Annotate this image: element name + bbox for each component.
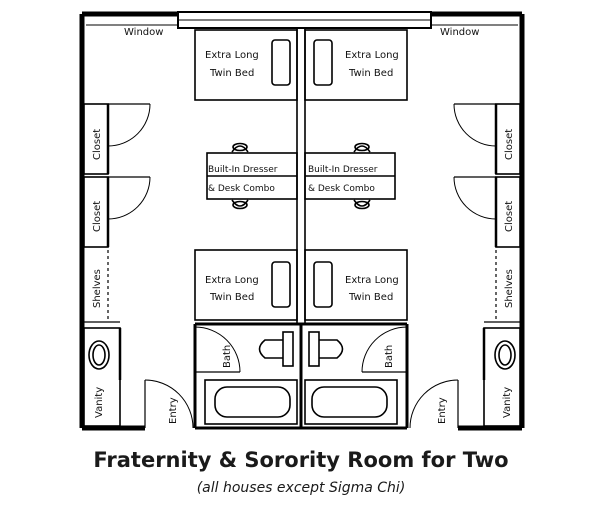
vanity-label-left: Vanity: [94, 387, 105, 418]
closet-label-r-lower: Closet: [504, 201, 515, 232]
plan-subtitle: (all houses except Sigma Chi): [196, 480, 406, 496]
bed-label-br-2: Twin Bed: [348, 292, 393, 303]
entry-door-left: [144, 379, 194, 429]
toilet-right: [308, 331, 344, 367]
shelves-label-right: Shelves: [504, 269, 515, 308]
entry-door-right: [409, 379, 459, 429]
dresser-label-l-2: & Desk Combo: [208, 184, 275, 194]
shelves-right: [484, 250, 520, 323]
closet-right-lower: [453, 176, 521, 248]
toilet-left: [258, 331, 294, 367]
bed-bottom-right: [304, 249, 408, 321]
outer-walls: [79, 11, 525, 431]
bath-door-right: [361, 326, 408, 373]
entry-label-right: Entry: [437, 397, 448, 424]
bed-bottom-left: [194, 249, 298, 321]
bath-door-left: [194, 326, 241, 373]
bed-label-tl-1: Extra Long: [205, 50, 259, 61]
bed-label-tr-2: Twin Bed: [348, 68, 393, 79]
bed-top-left: [194, 29, 298, 101]
bed-label-tr-1: Extra Long: [345, 50, 399, 61]
dresser-label-l-1: Built-In Dresser: [208, 165, 278, 175]
entry-label-left: Entry: [168, 397, 179, 424]
bath-label-right: Bath: [384, 345, 395, 368]
window-label-left: Window: [124, 27, 163, 38]
bed-label-bl-2: Twin Bed: [209, 292, 254, 303]
shelves-left: [84, 250, 120, 323]
vanity-left: [83, 327, 122, 427]
bed-top-right: [304, 29, 408, 101]
dresser-left: [206, 142, 298, 210]
vanity-label-right: Vanity: [502, 387, 513, 418]
closet-label-l-lower: Closet: [92, 201, 103, 232]
bed-label-tl-2: Twin Bed: [209, 68, 254, 79]
window-label-right: Window: [440, 27, 479, 38]
closet-label-r-upper: Closet: [504, 129, 515, 160]
closet-left-lower: [83, 176, 151, 248]
bath-label-left: Bath: [222, 345, 233, 368]
closet-left-upper: [83, 103, 151, 175]
tub-left: [204, 379, 298, 425]
vanity-right: [482, 327, 521, 427]
bed-label-br-1: Extra Long: [345, 275, 399, 286]
tub-right: [304, 379, 398, 425]
dresser-label-r-2: & Desk Combo: [308, 184, 375, 194]
shelves-label-left: Shelves: [92, 269, 103, 308]
plan-title: Fraternity & Sorority Room for Two: [93, 448, 509, 472]
bathroom-walls: [193, 322, 409, 430]
bed-label-bl-1: Extra Long: [205, 275, 259, 286]
closet-right-upper: [453, 103, 521, 175]
center-wall: [296, 27, 306, 325]
dresser-right: [304, 142, 396, 210]
closet-label-l-upper: Closet: [92, 129, 103, 160]
dresser-label-r-1: Built-In Dresser: [308, 165, 378, 175]
floor-plan: Window Window Extra Long Twin Bed Extra …: [79, 11, 525, 431]
